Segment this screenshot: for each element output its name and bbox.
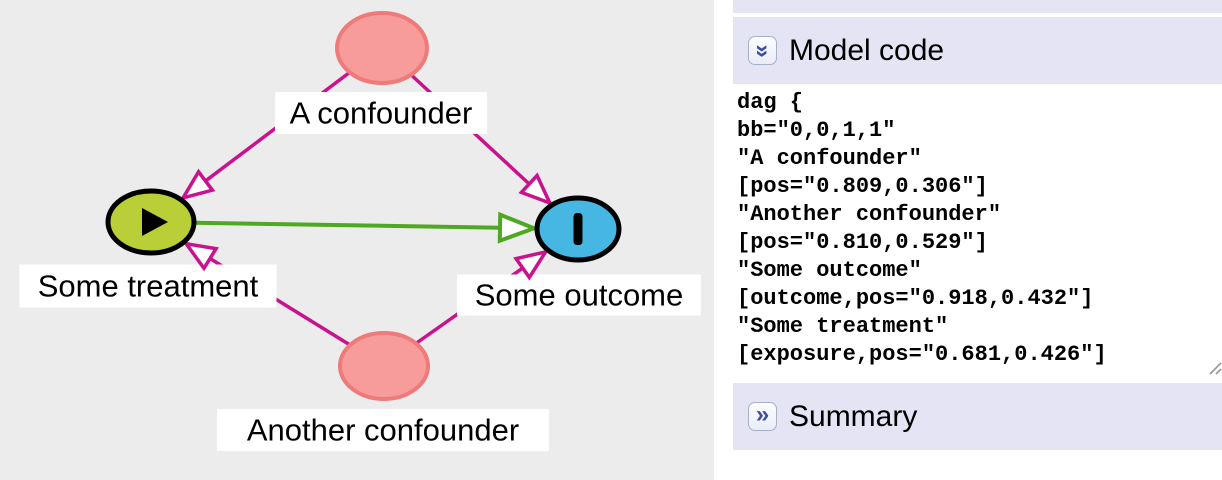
node-label-bg bbox=[19, 264, 277, 308]
model-code-section-header[interactable]: » Model code bbox=[733, 17, 1222, 84]
node-label-a_confounder[interactable]: A confounder bbox=[290, 96, 473, 131]
node-label-bg bbox=[275, 92, 487, 134]
model-code-title: Model code bbox=[789, 33, 945, 67]
arrowhead-icon bbox=[497, 211, 540, 244]
arrowhead-icon bbox=[182, 241, 219, 272]
arrowhead-icon bbox=[179, 168, 216, 201]
right-panel: » Model code dag { bb="0,0,1,1" "A confo… bbox=[733, 0, 1222, 480]
top-section-strip bbox=[733, 0, 1222, 13]
node-label-bg bbox=[217, 409, 549, 451]
edge-a_confounder-to-some_treatment[interactable] bbox=[182, 70, 351, 200]
summary-title: Summary bbox=[789, 399, 918, 433]
model-code-textarea[interactable]: dag { bb="0,0,1,1" "A confounder" [pos="… bbox=[733, 84, 1222, 383]
node-label-some_outcome[interactable]: Some outcome bbox=[475, 278, 684, 313]
resize-grip-icon[interactable] bbox=[1207, 360, 1222, 375]
resize-grip-lines bbox=[1209, 362, 1222, 375]
node-a_confounder[interactable] bbox=[335, 11, 429, 85]
arrowhead-icon bbox=[513, 249, 550, 281]
edge-some_treatment-to-some_outcome[interactable] bbox=[193, 220, 535, 231]
model-code-container: dag { bb="0,0,1,1" "A confounder" [pos="… bbox=[733, 84, 1222, 383]
node-label-some_treatment[interactable]: Some treatment bbox=[38, 269, 259, 304]
panel-empty-area bbox=[733, 450, 1222, 480]
exposure-play-icon bbox=[142, 208, 168, 236]
arrowhead-icon bbox=[518, 172, 554, 207]
node-label-bg bbox=[457, 274, 701, 316]
outcome-bar-icon bbox=[573, 213, 583, 245]
node-another_confounder[interactable] bbox=[338, 331, 430, 401]
node-label-another_confounder[interactable]: Another confounder bbox=[247, 413, 519, 448]
canvas-panel-divider bbox=[714, 0, 733, 480]
chevron-double-down-icon[interactable]: » bbox=[748, 36, 777, 65]
nodes-layer bbox=[105, 11, 622, 401]
summary-section-header[interactable]: » Summary bbox=[733, 383, 1222, 450]
arrowheads-layer bbox=[179, 168, 554, 281]
chevron-double-right-icon[interactable]: » bbox=[748, 402, 777, 431]
